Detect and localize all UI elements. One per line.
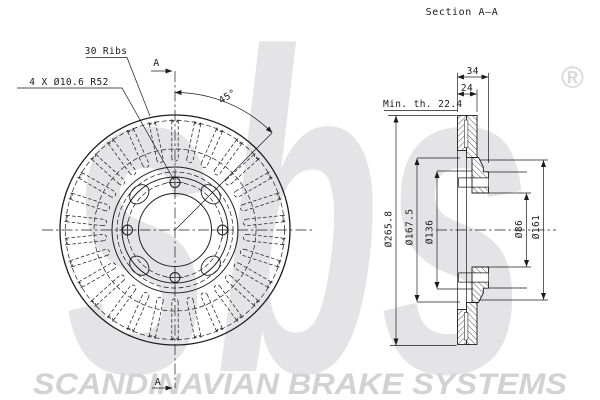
- section-view: Section A–A: [383, 7, 556, 346]
- hat-dashed-circle: [116, 171, 234, 289]
- bolt-holes: [118, 173, 232, 287]
- dim-min-thickness: Min. th. 22.4: [383, 99, 463, 110]
- angle-45-arc: [174, 89, 273, 134]
- dim-friction-inner-diameter: Ø167.5: [405, 209, 416, 246]
- sbs-logo-watermark: sbs: [66, 0, 531, 400]
- watermark-layer: sbs ® SCANDINAVIAN BRAKE SYSTEMS: [33, 0, 584, 400]
- front-view: 45° 30 Ribs 4 X Ø10.6 R52 A A: [17, 46, 312, 391]
- footer-brand-watermark: SCANDINAVIAN BRAKE SYSTEMS: [33, 368, 567, 400]
- section-marker-letter-bottom: A: [155, 377, 162, 388]
- dim-flange-diameter: Ø136: [425, 220, 436, 244]
- bolt-hole-leader-line: [17, 87, 175, 181]
- vent-inner-dashed-circle: [93, 148, 257, 312]
- bolt-holes-label: 4 X Ø10.6 R52: [29, 77, 109, 88]
- registered-trademark-icon: ®: [561, 60, 584, 95]
- dim-disc-width: 24: [461, 83, 473, 94]
- dim-hat-diameter: Ø161: [531, 215, 542, 239]
- dim-bore-diameter: Ø86: [514, 220, 525, 238]
- friction-inner-circle: [111, 166, 239, 294]
- dim-overall-width: 34: [467, 66, 479, 77]
- vent-outer-dashed-circle: [65, 120, 285, 340]
- flange-bolt-holes: [458, 177, 489, 283]
- section-marker-letter-top: A: [153, 58, 160, 69]
- center-bore-circle: [138, 193, 212, 267]
- radial-45-line: [174, 132, 273, 231]
- dim-outer-diameter: Ø265.8: [384, 211, 395, 248]
- ribs-label: 30 Ribs: [85, 46, 128, 57]
- ribs-leader-line: [86, 57, 151, 117]
- section-title: Section A–A: [426, 7, 499, 18]
